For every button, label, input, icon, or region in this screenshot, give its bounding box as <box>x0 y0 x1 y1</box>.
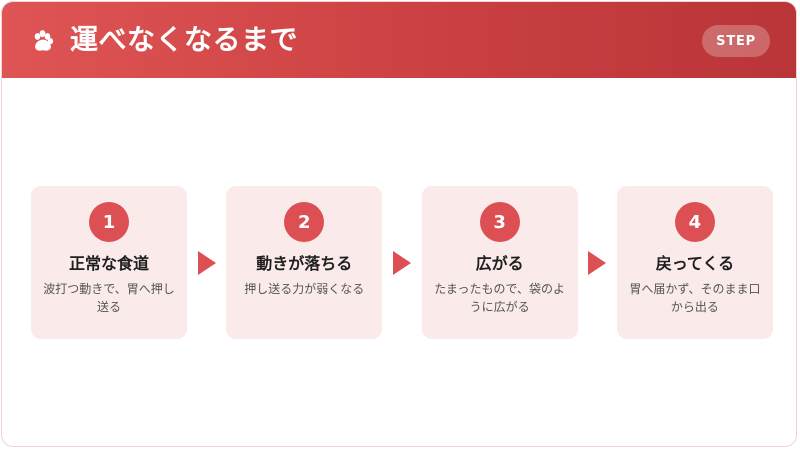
step-title-3: 広がる <box>475 254 524 273</box>
step-number-2: 2 <box>284 202 325 242</box>
header-bar: 運べなくなるまで STEP <box>2 2 796 78</box>
step-desc-4: 胃へ届かず、そのまま口から出る <box>629 282 761 314</box>
step-card-4: 4 戻ってくる 胃へ届かず、そのまま口から出る <box>616 186 773 339</box>
page-title: 運べなくなるまで <box>70 23 299 56</box>
step-number-3: 3 <box>479 202 520 242</box>
title-wrap: 運べなくなるまで <box>30 20 298 60</box>
step-title-4: 戻ってくる <box>655 254 735 273</box>
step-desc-3: たまったもので、袋のように広がる <box>434 282 565 314</box>
content-area: 1 正常な食道 波打つ動きで、胃へ押し送る 2 動きが落ちる 押し送る力が弱くな… <box>2 78 796 446</box>
step-number-1: 1 <box>89 202 129 242</box>
arrow-right-icon <box>191 248 223 278</box>
step-badge: STEP <box>702 25 770 57</box>
arrow-right-icon <box>386 248 418 278</box>
step-title-2: 動きが落ちる <box>256 254 353 273</box>
step-title-1: 正常な食道 <box>68 254 149 273</box>
arrow-right-icon <box>581 248 613 278</box>
step-desc-2: 押し送る力が弱くなる <box>244 282 365 296</box>
step-card-2: 2 動きが落ちる 押し送る力が弱くなる <box>226 186 383 339</box>
steps-row: 1 正常な食道 波打つ動きで、胃へ押し送る 2 動きが落ちる 押し送る力が弱くな… <box>31 186 773 339</box>
step-number-4: 4 <box>674 202 715 242</box>
paw-icon <box>30 27 56 53</box>
step-card-1: 1 正常な食道 波打つ動きで、胃へ押し送る <box>31 186 187 339</box>
step-card-3: 3 広がる たまったもので、袋のように広がる <box>421 186 578 339</box>
step-desc-1: 波打つ動きで、胃へ押し送る <box>43 282 175 314</box>
